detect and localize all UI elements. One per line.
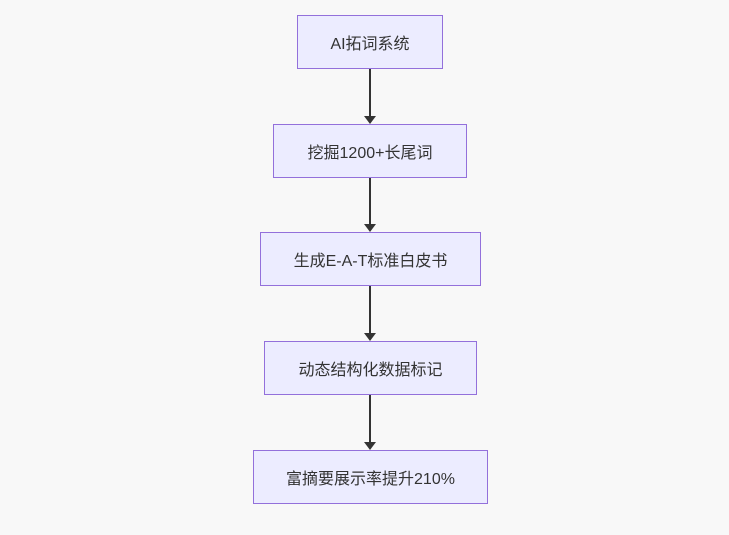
arrow-head-icon bbox=[364, 116, 376, 124]
node-label: 生成E-A-T标准白皮书 bbox=[293, 253, 448, 270]
arrow-head-icon bbox=[364, 333, 376, 341]
node-label: 挖掘1200+长尾词 bbox=[307, 145, 433, 162]
arrow-line bbox=[369, 395, 371, 442]
flowchart-arrow-a-b bbox=[363, 69, 377, 124]
flowchart-arrow-c-d bbox=[363, 286, 377, 341]
arrow-line bbox=[369, 178, 371, 224]
flowchart-arrow-b-c bbox=[363, 178, 377, 232]
arrow-head-icon bbox=[364, 442, 376, 450]
arrow-head-icon bbox=[364, 224, 376, 232]
flowchart-node-ai-word-expansion: AI拓词系统 bbox=[297, 15, 443, 69]
flowchart-node-longtail-mining: 挖掘1200+长尾词 bbox=[273, 124, 467, 178]
arrow-line bbox=[369, 69, 371, 116]
node-label: 富摘要展示率提升210% bbox=[286, 471, 455, 488]
arrow-line bbox=[369, 286, 371, 333]
flowchart-node-eat-whitepaper: 生成E-A-T标准白皮书 bbox=[260, 232, 481, 286]
flowchart-node-rich-snippet-result: 富摘要展示率提升210% bbox=[253, 450, 488, 504]
node-label: AI拓词系统 bbox=[330, 36, 410, 53]
node-label: 动态结构化数据标记 bbox=[298, 362, 443, 379]
flowchart-node-structured-data-markup: 动态结构化数据标记 bbox=[264, 341, 477, 395]
flowchart-arrow-d-e bbox=[363, 395, 377, 450]
